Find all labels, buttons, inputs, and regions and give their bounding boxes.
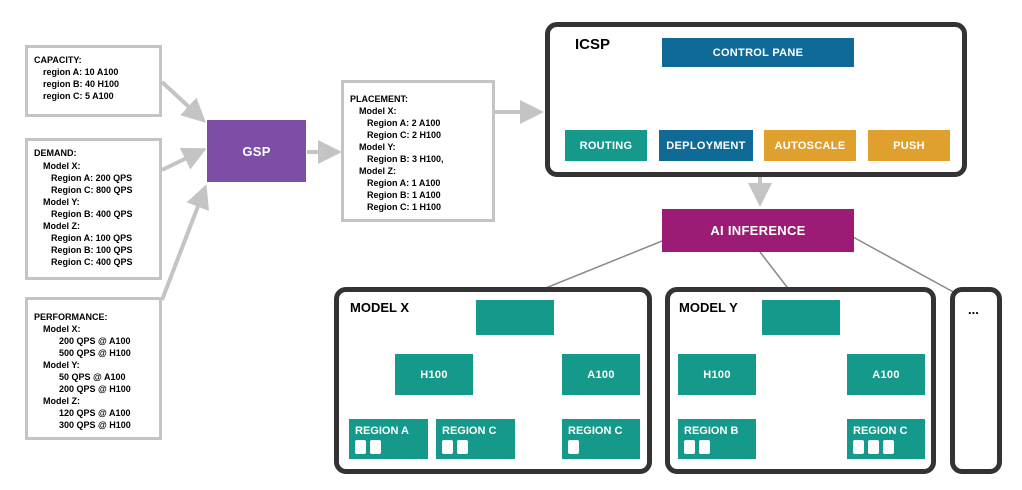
demand-line: Region A: 100 QPS (51, 233, 133, 243)
more-models-container (950, 287, 1002, 474)
routing-node: ROUTING (565, 130, 647, 161)
region-label: REGION A (355, 425, 409, 437)
demand-line: Region A: 200 QPS (51, 173, 133, 183)
demand-line: Region B: 400 QPS (51, 209, 133, 219)
model-x-a100-node: A100 (562, 354, 640, 395)
performance-line: Model X: (43, 324, 81, 334)
demand-to-gsp-arrow (161, 147, 207, 172)
model-x-h100-node: H100 (395, 354, 473, 395)
control-pane-label: CONTROL PANE (712, 46, 804, 59)
gpu-chips (568, 440, 579, 454)
autoscale-node: AUTOSCALE (764, 130, 856, 161)
performance-title: PERFORMANCE: (34, 312, 108, 322)
model-x-region-c: REGION C (436, 419, 515, 459)
placement-line: Model X: (359, 106, 397, 116)
model-y-h100-label: H100 (703, 368, 731, 381)
model-x-region-c-a100: REGION C (562, 419, 640, 459)
inference-to-more-arrow (852, 236, 969, 301)
capacity-line: region C: 5 A100 (43, 91, 114, 101)
routing-label: ROUTING (579, 139, 633, 152)
demand-line: Model Y: (43, 197, 80, 207)
region-label: REGION C (568, 425, 623, 437)
demand-line: Model Z: (43, 221, 80, 231)
placement-line: Region B: 1 A100 (367, 190, 441, 200)
capacity-line: region B: 40 H100 (43, 79, 120, 89)
performance-line: 50 QPS @ A100 (59, 372, 126, 382)
model-x-title: MODEL X (350, 300, 409, 315)
gpu-chip-icon (853, 440, 864, 454)
gpu-chip-icon (457, 440, 468, 454)
gpu-chip-icon (684, 440, 695, 454)
gpu-chip-icon (699, 440, 710, 454)
performance-line: 200 QPS @ A100 (59, 336, 131, 346)
gpu-chips (853, 440, 894, 454)
gpu-chip-icon (568, 440, 579, 454)
capacity-title: CAPACITY: (34, 55, 82, 65)
model-x-region-a: REGION A (349, 419, 428, 459)
model-y-region-b: REGION B (678, 419, 756, 459)
model-x-a100-label: A100 (587, 368, 615, 381)
demand-line: Model X: (43, 161, 81, 171)
ai-inference-label: AI INFERENCE (710, 223, 806, 238)
region-label: REGION C (853, 425, 908, 437)
capacity-to-gsp-arrow (160, 80, 206, 123)
performance-line: 200 QPS @ H100 (59, 384, 131, 394)
placement-title: PLACEMENT: (350, 94, 408, 104)
model-y-root-node (762, 300, 840, 335)
gpu-chips (355, 440, 381, 454)
demand-line: Region C: 800 QPS (51, 185, 133, 195)
performance-line: 500 QPS @ H100 (59, 348, 131, 358)
capacity-box: CAPACITY: region A: 10 A100 region B: 40… (25, 45, 162, 117)
model-x-h100-label: H100 (420, 368, 448, 381)
performance-box: PERFORMANCE: Model X: 200 QPS @ A100 500… (25, 297, 162, 440)
deployment-node: DEPLOYMENT (659, 130, 753, 161)
placement-line: Region C: 2 H100 (367, 130, 442, 140)
demand-line: Region B: 100 QPS (51, 245, 133, 255)
performance-line: Model Y: (43, 360, 80, 370)
demand-line: Region C: 400 QPS (51, 257, 133, 267)
control-pane-node: CONTROL PANE (662, 38, 854, 67)
model-y-title: MODEL Y (679, 300, 738, 315)
ai-inference-node: AI INFERENCE (662, 209, 854, 252)
demand-title: DEMAND: (34, 148, 77, 158)
placement-line: Model Z: (359, 166, 396, 176)
gpu-chip-icon (442, 440, 453, 454)
autoscale-label: AUTOSCALE (774, 139, 846, 152)
model-x-root-node (476, 300, 554, 335)
model-y-a100-node: A100 (847, 354, 925, 395)
placement-box: PLACEMENT: Model X: Region A: 2 A100 Reg… (341, 80, 495, 222)
placement-line: Region A: 1 A100 (367, 178, 441, 188)
performance-line: 120 QPS @ A100 (59, 408, 131, 418)
model-y-a100-label: A100 (872, 368, 900, 381)
gsp-label: GSP (242, 143, 271, 159)
region-label: REGION C (442, 425, 497, 437)
gpu-chips (442, 440, 468, 454)
region-label: REGION B (684, 425, 739, 437)
gpu-chip-icon (370, 440, 381, 454)
push-node: PUSH (868, 130, 950, 161)
performance-line: 300 QPS @ H100 (59, 420, 131, 430)
more-models-label: ... (968, 302, 979, 317)
icsp-title: ICSP (575, 36, 611, 53)
model-y-region-c: REGION C (847, 419, 925, 459)
performance-line: Model Z: (43, 396, 80, 406)
gpu-chip-icon (883, 440, 894, 454)
deployment-label: DEPLOYMENT (666, 139, 746, 152)
placement-line: Region C: 1 H100 (367, 202, 442, 212)
gpu-chips (684, 440, 710, 454)
placement-line: Region A: 2 A100 (367, 118, 441, 128)
model-y-h100-node: H100 (678, 354, 756, 395)
push-label: PUSH (893, 139, 925, 152)
gsp-node: GSP (207, 120, 306, 182)
gpu-chip-icon (868, 440, 879, 454)
demand-box: DEMAND: Model X: Region A: 200 QPS Regio… (25, 138, 162, 280)
capacity-line: region A: 10 A100 (43, 67, 119, 77)
placement-line: Region B: 3 H100, (367, 154, 444, 164)
performance-to-gsp-arrow (160, 184, 210, 301)
placement-line: Model Y: (359, 142, 396, 152)
gpu-chip-icon (355, 440, 366, 454)
